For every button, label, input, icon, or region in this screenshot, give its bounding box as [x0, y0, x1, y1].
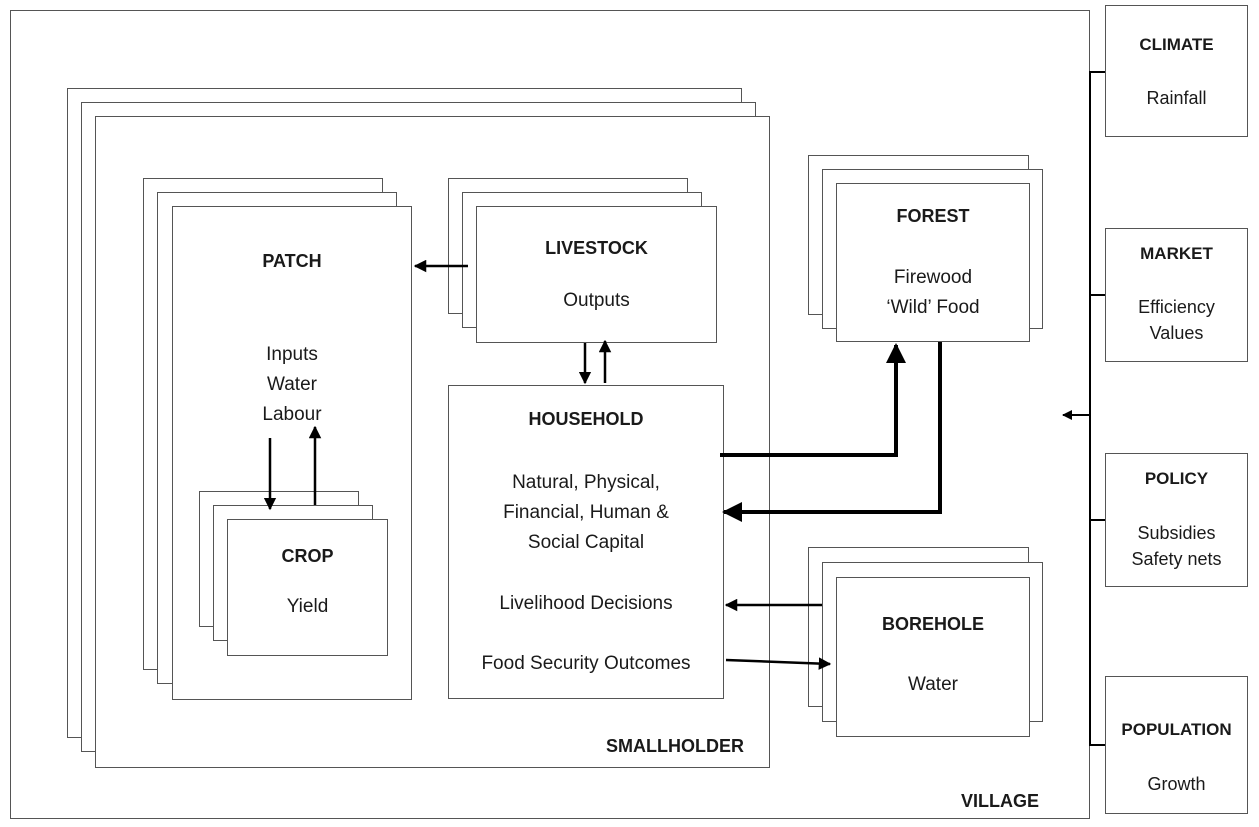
- village-title: VILLAGE: [960, 791, 1039, 811]
- forest-title: FOREST: [896, 206, 970, 226]
- patch-labour: Labour: [262, 404, 322, 425]
- policy-box: [1105, 453, 1248, 587]
- climate-title: CLIMATE: [1139, 35, 1214, 54]
- patch-title: PATCH: [262, 251, 322, 271]
- crop-title: CROP: [281, 546, 334, 566]
- population-growth: Growth: [1147, 774, 1206, 794]
- household-title: HOUSEHOLD: [528, 409, 644, 429]
- forest-box: [836, 183, 1030, 342]
- patch-inputs: Inputs: [266, 344, 318, 365]
- drivers-bracket: [1089, 71, 1105, 746]
- livestock-title: LIVESTOCK: [545, 238, 648, 258]
- market-box: [1105, 228, 1248, 362]
- climate-box: [1105, 5, 1248, 137]
- household-outcomes: Food Security Outcomes: [481, 653, 691, 674]
- household-capital-3: Social Capital: [527, 532, 645, 553]
- policy-subsidies: Subsidies: [1137, 523, 1216, 543]
- forest-firewood: Firewood: [893, 267, 973, 288]
- arrow-household-to-forest: [720, 343, 906, 457]
- market-values: Values: [1149, 323, 1204, 343]
- borehole-water: Water: [908, 674, 958, 695]
- policy-safety-nets: Safety nets: [1131, 549, 1222, 569]
- climate-rainfall: Rainfall: [1146, 88, 1207, 108]
- market-title: MARKET: [1140, 244, 1213, 263]
- crop-box: [227, 519, 388, 656]
- arrow-forest-to-household: [722, 342, 942, 522]
- household-capital-2: Financial, Human &: [503, 502, 669, 523]
- patch-water: Water: [267, 374, 317, 395]
- household-box: [448, 385, 724, 699]
- population-title: POPULATION: [1121, 720, 1232, 739]
- borehole-box: [836, 577, 1030, 737]
- smallholder-title: SMALLHOLDER: [606, 736, 744, 756]
- market-efficiency: Efficiency: [1138, 297, 1215, 317]
- population-box: [1105, 676, 1248, 814]
- crop-yield: Yield: [286, 596, 329, 617]
- household-decisions: Livelihood Decisions: [499, 593, 673, 614]
- forest-wild-food: ‘Wild’ Food: [886, 297, 980, 318]
- household-capital-1: Natural, Physical,: [512, 472, 660, 493]
- policy-title: POLICY: [1144, 469, 1209, 488]
- arrow-household-to-borehole: [725, 657, 832, 670]
- livestock-outputs: Outputs: [563, 290, 630, 311]
- borehole-title: BOREHOLE: [881, 614, 984, 634]
- livestock-box: [476, 206, 717, 343]
